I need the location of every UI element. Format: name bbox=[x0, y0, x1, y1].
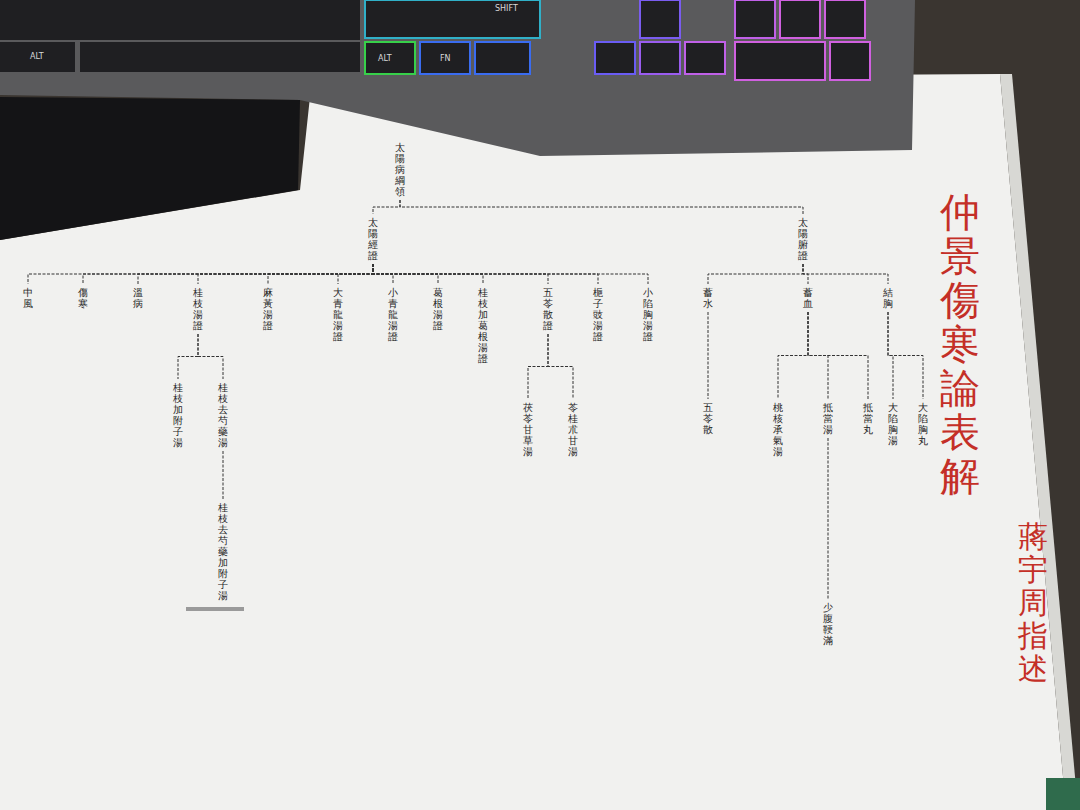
key-label: ALT bbox=[30, 52, 44, 61]
node-text: 大陷胸丸 bbox=[918, 402, 928, 446]
node-text: 太陽經證 bbox=[368, 217, 378, 261]
tree-node: 五苓散證 bbox=[540, 285, 556, 333]
bracket-connector bbox=[338, 264, 373, 284]
node-text: 大青龍湯證 bbox=[333, 287, 343, 342]
paper-edge bbox=[1000, 74, 1078, 810]
node-text: 抵當湯 bbox=[823, 402, 833, 435]
node-text: 結胸 bbox=[883, 287, 893, 309]
bracket-connector bbox=[138, 264, 373, 284]
node-text: 蓄水 bbox=[703, 287, 713, 309]
node-text: 桂枝加附子湯 bbox=[173, 382, 183, 448]
tree-node: 桂枝去芍藥加附子湯 bbox=[215, 500, 231, 603]
bracket-connector bbox=[808, 312, 868, 399]
key-label: SHIFT bbox=[495, 4, 518, 13]
node-text: 麻黃湯證 bbox=[263, 287, 273, 331]
key-label: FN bbox=[440, 54, 451, 63]
bracket-connector bbox=[528, 334, 548, 399]
bracket-connector bbox=[708, 264, 803, 284]
node-text: 桃核承氣湯 bbox=[773, 402, 783, 457]
bracket-connector bbox=[178, 334, 198, 379]
node-text: 桂枝加葛根湯證 bbox=[478, 287, 488, 364]
node-text: 茯苓甘草湯 bbox=[523, 402, 533, 457]
tree-node: 蓄血 bbox=[800, 285, 816, 311]
node-text: 中風 bbox=[23, 287, 33, 309]
key-label: ALT bbox=[378, 54, 392, 63]
tree-node: 梔子豉湯證 bbox=[590, 285, 606, 344]
tree-node: 傷寒 bbox=[75, 285, 91, 311]
tree-node: 桂枝去芍藥湯 bbox=[215, 380, 231, 450]
bracket-connector bbox=[373, 264, 648, 284]
tree-node: 小陷胸湯證 bbox=[640, 285, 656, 344]
tree-node: 小青龍湯證 bbox=[385, 285, 401, 344]
bracket-connector bbox=[778, 312, 808, 399]
node-text: 桂枝去芍藥加附子湯 bbox=[218, 502, 228, 601]
bracket-connector bbox=[803, 264, 888, 284]
keyboard-keys bbox=[0, 0, 870, 80]
wrist-rest bbox=[0, 97, 300, 240]
tree-node: 太陽病綱領 bbox=[392, 140, 408, 199]
seal-stamp bbox=[1046, 778, 1080, 810]
bracket-connector bbox=[708, 312, 709, 399]
tree-node: 抵當湯 bbox=[820, 400, 836, 437]
tree-node: 大陷胸湯 bbox=[885, 400, 901, 448]
tree-node: 抵當丸 bbox=[860, 400, 876, 437]
tree-node: 太陽腑證 bbox=[795, 215, 811, 263]
tree-node: 桂枝加葛根湯證 bbox=[475, 285, 491, 366]
node-text: 梔子豉湯證 bbox=[593, 287, 603, 342]
node-text: 五苓散證 bbox=[543, 287, 553, 331]
node-text: 蓄血 bbox=[803, 287, 813, 309]
tree-node: 五苓散 bbox=[700, 400, 716, 437]
node-text: 小陷胸湯證 bbox=[643, 287, 653, 342]
vertical-title: 仲景傷寒論表解 bbox=[940, 190, 980, 498]
tree-node: 少腹鞕滿 bbox=[820, 600, 836, 648]
node-text: 傷寒 bbox=[78, 287, 88, 309]
bracket-connector bbox=[828, 438, 829, 599]
bracket-connector bbox=[373, 200, 400, 214]
node-text: 葛根湯證 bbox=[433, 287, 443, 331]
bracket-connector bbox=[548, 334, 573, 399]
node-text: 溫病 bbox=[133, 287, 143, 309]
tree-node: 桃核承氣湯 bbox=[770, 400, 786, 459]
tree-node: 太陽經證 bbox=[365, 215, 381, 263]
node-text: 小青龍湯證 bbox=[388, 287, 398, 342]
tree-node: 桂枝加附子湯 bbox=[170, 380, 186, 450]
node-text: 太陽病綱領 bbox=[395, 142, 405, 197]
bracket-connector bbox=[28, 264, 373, 284]
tree-node: 葛根湯證 bbox=[430, 285, 446, 333]
tree-node: 麻黃湯證 bbox=[260, 285, 276, 333]
underline-mark bbox=[186, 607, 244, 611]
bracket-connector bbox=[400, 200, 803, 214]
bracket-connector bbox=[888, 312, 923, 399]
bracket-connector bbox=[83, 264, 373, 284]
tree-node: 茯苓甘草湯 bbox=[520, 400, 536, 459]
node-text: 桂枝湯證 bbox=[193, 287, 203, 331]
node-text: 少腹鞕滿 bbox=[823, 602, 833, 646]
tree-node: 蓄水 bbox=[700, 285, 716, 311]
author-caption: 蔣宇周指述 bbox=[1018, 520, 1048, 685]
node-text: 苓桂朮甘湯 bbox=[568, 402, 578, 457]
tree-node: 中風 bbox=[20, 285, 36, 311]
bracket-connector bbox=[223, 451, 224, 499]
node-text: 抵當丸 bbox=[863, 402, 873, 435]
node-text: 太陽腑證 bbox=[798, 217, 808, 261]
tree-node: 桂枝湯證 bbox=[190, 285, 206, 333]
tree-node: 溫病 bbox=[130, 285, 146, 311]
bracket-connector bbox=[268, 264, 373, 284]
tree-node: 大陷胸丸 bbox=[915, 400, 931, 448]
tree-node: 大青龍湯證 bbox=[330, 285, 346, 344]
bracket-connector bbox=[198, 334, 223, 379]
paper-sheet bbox=[0, 74, 1066, 810]
bracket-connector bbox=[198, 264, 373, 284]
node-text: 大陷胸湯 bbox=[888, 402, 898, 446]
node-text: 五苓散 bbox=[703, 402, 713, 435]
tree-node: 苓桂朮甘湯 bbox=[565, 400, 581, 459]
node-text: 桂枝去芍藥湯 bbox=[218, 382, 228, 448]
tree-node: 結胸 bbox=[880, 285, 896, 311]
